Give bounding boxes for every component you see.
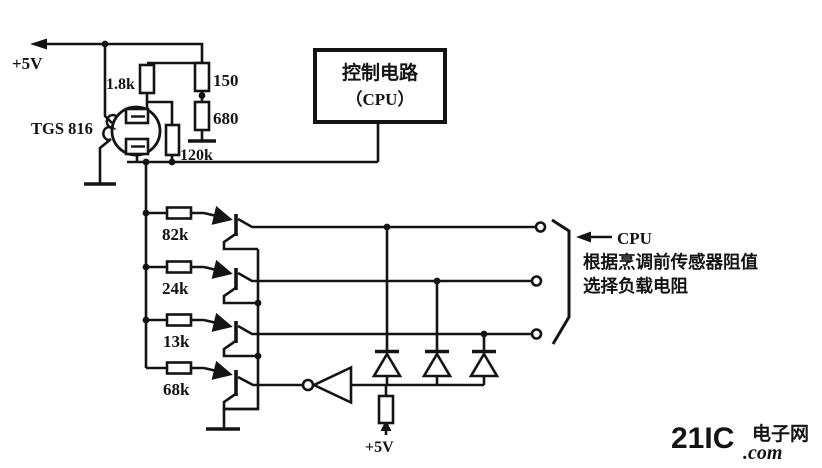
supply-label-bottom: +5V: [365, 439, 394, 456]
control-box-title: 控制电路: [342, 61, 419, 84]
resistor-24k: [165, 260, 193, 274]
resistor-label-24k: 24k: [162, 279, 189, 298]
output-terminals: [530, 221, 547, 340]
supply-label-top: +5V: [12, 54, 43, 73]
t4-emitter-wire: [222, 391, 258, 411]
resistor-68k: [165, 361, 193, 375]
control-circuit-box: [313, 48, 447, 124]
resistor-label-1-8k: 1.8k: [106, 76, 135, 93]
resistor-13k: [165, 313, 193, 327]
resistor-150: [193, 61, 211, 93]
resistor-680: [193, 100, 211, 132]
annotation-cpu-label: CPU: [617, 229, 652, 248]
resistor-label-82k: 82k: [162, 225, 189, 244]
terminal-2: [530, 275, 543, 287]
watermark-site-name: 电子网: [752, 422, 809, 445]
output-line-2: [237, 271, 532, 283]
base-arrow-4: [203, 360, 233, 380]
supply-arrow-icon: [30, 38, 47, 50]
resistor-pullup: [377, 394, 395, 425]
output-line-3: [237, 324, 532, 336]
sensor-to-120k-wire: [147, 100, 174, 125]
top-supply-rail: [46, 42, 204, 63]
watermark: 21IC 电子网 .com: [671, 422, 809, 464]
diode-symbols: [371, 349, 500, 378]
cpu-pointer-arrow-icon: [576, 231, 591, 243]
inverter-symbol: [301, 365, 353, 405]
annotation-line-2: 选择负载电阻: [583, 276, 688, 296]
t2-emitter-wire: [222, 285, 258, 305]
diode-1-triangle: [371, 351, 403, 378]
watermark-brand: 21IC: [671, 422, 734, 455]
resistor-label-68k: 68k: [163, 380, 190, 399]
sensor-heater-feed-wire: [103, 44, 113, 124]
sensor-label: TGS 816: [31, 119, 93, 138]
gas-sensor-symbol: [102, 105, 162, 157]
terminal-1: [534, 221, 547, 233]
watermark-domain: .com: [743, 442, 782, 464]
resistor-1-8k: [138, 63, 156, 95]
selector-bracket: [551, 218, 571, 345]
sensor-heater-ground-wire: [98, 137, 112, 183]
wire-network: [46, 42, 536, 435]
resistor-bodies: [138, 61, 395, 425]
t1-emitter-wire: [222, 231, 258, 251]
output-line-1: [237, 217, 536, 229]
terminal-3: [530, 328, 543, 340]
base-arrow-3: [203, 312, 233, 332]
resistor-label-13k: 13k: [163, 332, 190, 351]
annotation-line-1: 根据烹调前传感器阻值: [583, 252, 758, 272]
diode-2-triangle: [421, 351, 453, 378]
emitter-rail: [222, 249, 260, 428]
junction-dots: [101, 40, 488, 360]
resistor-82k: [165, 206, 193, 220]
sensor-heater-coil: [102, 113, 118, 142]
diode-3-triangle: [468, 351, 500, 378]
pullup-supply-arrow-icon: [380, 420, 392, 431]
t3-emitter-wire: [222, 338, 258, 358]
control-box-subtitle: （CPU）: [346, 89, 415, 109]
inverter-triangle: [310, 365, 353, 405]
ground-symbols: [84, 139, 240, 431]
inverter-bubble: [301, 378, 315, 392]
cpu-pointer: [576, 231, 612, 243]
base-arrow-2: [203, 259, 233, 279]
resistor-label-150: 150: [213, 71, 239, 90]
resistor-label-120k: 120k: [180, 147, 213, 164]
base-arrow-1: [203, 205, 233, 225]
t4-collector-wire: [237, 375, 302, 387]
resistor-120k: [164, 123, 181, 157]
resistor-label-680: 680: [213, 109, 239, 128]
